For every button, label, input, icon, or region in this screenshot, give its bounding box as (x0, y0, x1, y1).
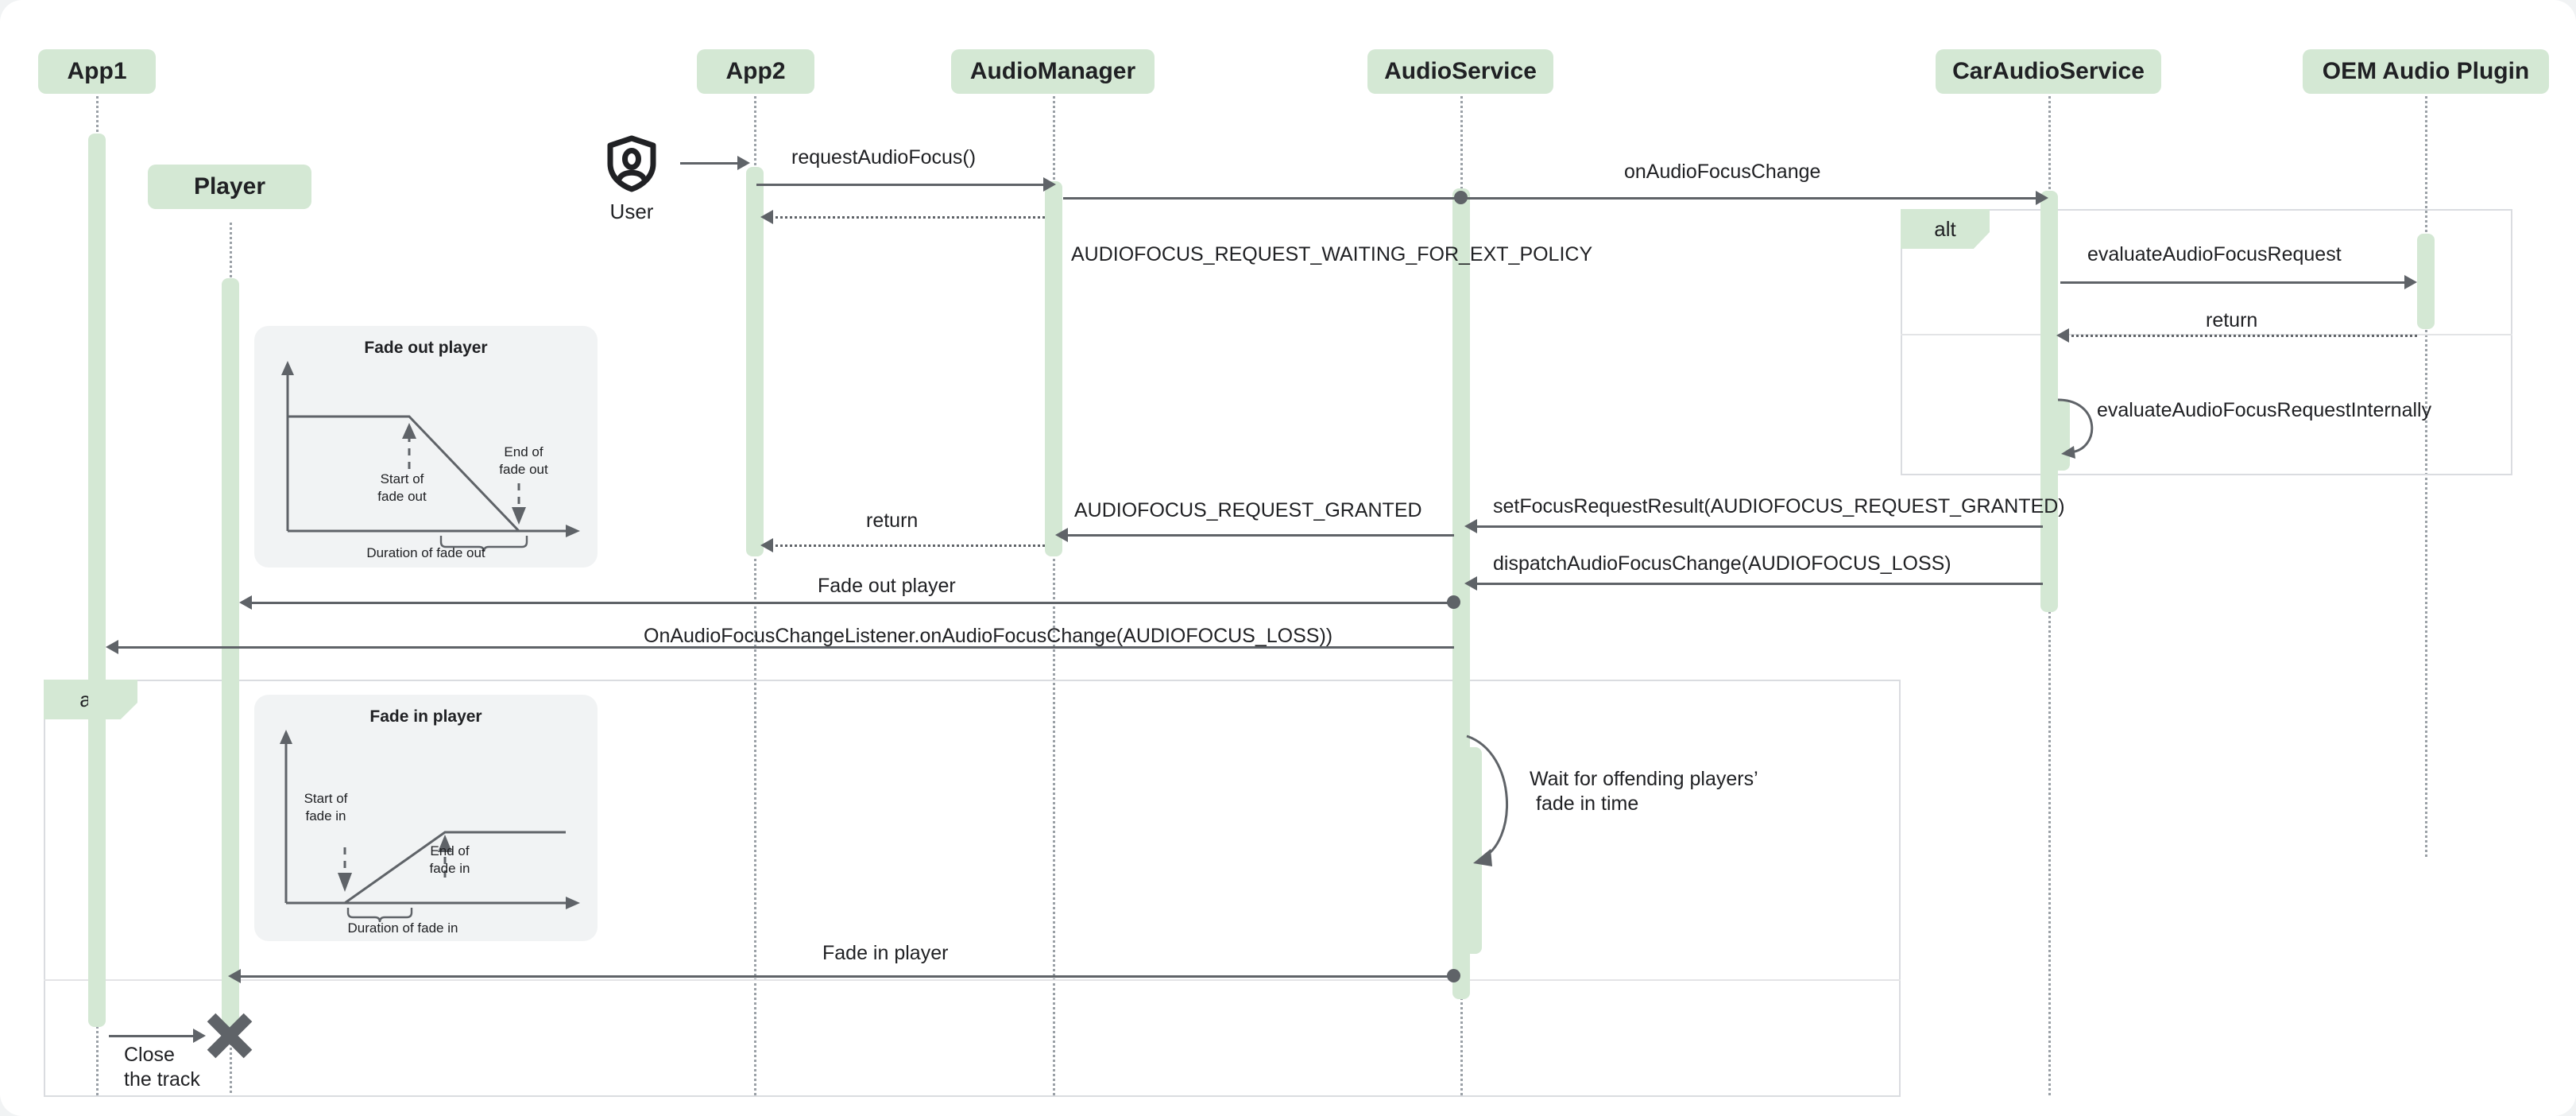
message-user-to-app2-arrowhead (737, 156, 750, 170)
message-fade-in-player-arrowhead (228, 969, 241, 983)
message-set-focus-request-result-label: setFocusRequestResult(AUDIOFOCUS_REQUEST… (1493, 495, 2065, 517)
message-set-focus-request-result-line (1474, 525, 2043, 528)
fade-in-chart: Fade in player Start of fade in (254, 695, 598, 941)
message-audiofocus-request-granted-arrowhead (1055, 528, 1068, 542)
message-audiofocus-request-granted-label: AUDIOFOCUS_REQUEST_GRANTED (1074, 499, 1422, 521)
fade-in-start-label: Start of fade in (304, 791, 348, 824)
message-request-audio-focus-line (756, 184, 1046, 186)
message-close-the-track-line1: Close (124, 1044, 175, 1066)
message-evaluate-internally-label: evaluateAudioFocusRequestInternally (2097, 399, 2432, 421)
fade-in-end-label: End of fade in (429, 843, 470, 877)
message-wait-fade-in-time-loop (1466, 734, 1508, 866)
message-on-audio-focus-change-listener-arrowhead (106, 640, 118, 654)
message-on-audio-focus-change-label: onAudioFocusChange (1624, 161, 1821, 183)
participant-caraudioservice[interactable]: CarAudioService (1936, 49, 2161, 94)
fade-out-end-label: End of fade out (499, 444, 548, 478)
participant-oem[interactable]: OEM Audio Plugin (2303, 49, 2549, 94)
message-close-the-track-label: Close the track (124, 1043, 200, 1091)
alt-fragment-bottom (44, 680, 1901, 1097)
message-on-audio-focus-change-listener-label: OnAudioFocusChangeListener.onAudioFocusC… (644, 625, 1333, 647)
message-fade-in-player-label: Fade in player (822, 942, 949, 964)
message-on-audio-focus-change-arrowhead (2036, 191, 2048, 205)
message-waiting-for-ext-policy-arrowhead (760, 210, 773, 224)
participant-oem-label: OEM Audio Plugin (2322, 58, 2530, 84)
alt-fragment-top-tag: alt (1901, 209, 1990, 249)
alt-fragment-top-label: alt (1934, 216, 1956, 241)
fade-in-chart-title: Fade in player (369, 707, 482, 726)
message-fade-out-player-line (249, 602, 1454, 604)
participant-audiomanager[interactable]: AudioManager (951, 49, 1155, 94)
fade-out-chart-plot (281, 361, 580, 552)
message-fade-out-player-arrowhead (239, 595, 252, 610)
message-dispatch-audio-focus-change-line (1474, 583, 2043, 585)
participant-player-label: Player (193, 173, 266, 200)
participant-caraudioservice-label: CarAudioService (1952, 58, 2145, 84)
participant-audioservice-label: AudioService (1384, 58, 1537, 84)
activation-oem (2417, 234, 2435, 329)
fade-in-chart-plot (280, 730, 580, 923)
message-evaluate-audio-focus-request-arrowhead (2404, 275, 2417, 289)
actor-user: User (588, 135, 675, 224)
message-audiomanager-return-arrowhead (760, 538, 773, 552)
participant-app2-label: App2 (725, 58, 786, 84)
lifeline-app2 (754, 62, 756, 1095)
message-audiomanager-return-line (771, 544, 1045, 547)
message-waiting-for-ext-policy-line (771, 216, 1045, 219)
message-dispatch-audio-focus-change-label: dispatchAudioFocusChange(AUDIOFOCUS_LOSS… (1493, 552, 1951, 575)
destroy-x-icon (207, 1013, 253, 1059)
fade-in-duration-label: Duration of fade in (347, 920, 458, 936)
activation-app2 (746, 167, 764, 556)
message-set-focus-request-result-arrowhead (1464, 519, 1477, 533)
message-oem-return-line (2066, 335, 2417, 337)
message-evaluate-internally-loop (2057, 398, 2094, 459)
message-audiomanager-return-label: return (866, 510, 919, 532)
message-request-audio-focus-arrowhead (1043, 177, 1056, 192)
message-user-to-app2-line (680, 162, 741, 165)
lifeline-audiomanager (1053, 62, 1055, 1095)
message-fade-in-player-line (238, 975, 1454, 978)
message-close-the-track-line (109, 1035, 196, 1037)
activation-player (222, 278, 239, 1033)
activation-caraudioservice (2040, 191, 2058, 612)
actor-user-label: User (609, 200, 654, 223)
user-shield-icon (607, 135, 656, 192)
message-evaluate-audio-focus-request-label: evaluateAudioFocusRequest (2087, 243, 2342, 265)
message-oem-return-arrowhead (2056, 328, 2069, 343)
participant-app2[interactable]: App2 (697, 49, 814, 94)
fade-out-start-label: Start of fade out (377, 471, 427, 505)
message-wait-fade-in-time-label: Wait for offending players’ fade in time (1530, 767, 1758, 816)
activation-app1 (88, 134, 106, 1027)
message-request-audio-focus-label: requestAudioFocus() (791, 146, 977, 169)
participant-audioservice[interactable]: AudioService (1367, 49, 1553, 94)
message-dispatch-audio-focus-change-arrowhead (1464, 576, 1477, 591)
participant-player[interactable]: Player (148, 165, 311, 209)
message-waiting-for-ext-policy-label: AUDIOFOCUS_REQUEST_WAITING_FOR_EXT_POLIC… (1071, 243, 1593, 265)
message-wait-fade-in-time-line1: Wait for offending players’ (1530, 768, 1758, 790)
message-close-the-track-arrowhead (193, 1029, 206, 1043)
fade-out-duration-label: Duration of fade out (366, 545, 485, 560)
activation-audioservice-nested (1464, 747, 1482, 954)
participant-app1[interactable]: App1 (38, 49, 156, 94)
lifeline-oem (2425, 62, 2427, 857)
message-wait-fade-in-time-line2: fade in time (1536, 792, 1639, 815)
activation-audiomanager (1045, 181, 1062, 556)
message-evaluate-audio-focus-request-line (2060, 281, 2408, 284)
message-close-the-track-line2: the track (124, 1068, 200, 1091)
fade-out-chart-title: Fade out player (364, 339, 488, 357)
participant-audiomanager-label: AudioManager (969, 58, 1136, 84)
alt-fragment-top (1901, 209, 2512, 475)
message-oem-return-label: return (2206, 309, 2258, 331)
message-on-audio-focus-change-line (1063, 197, 2039, 200)
message-fade-out-player-label: Fade out player (818, 575, 956, 597)
alt-fragment-bottom-divider (44, 979, 1901, 981)
participant-app1-label: App1 (67, 58, 127, 84)
message-audiofocus-request-granted-line (1065, 534, 1454, 537)
message-on-audio-focus-change-listener-line (117, 646, 1454, 649)
fade-out-chart: Fade out player Start of (254, 326, 598, 568)
